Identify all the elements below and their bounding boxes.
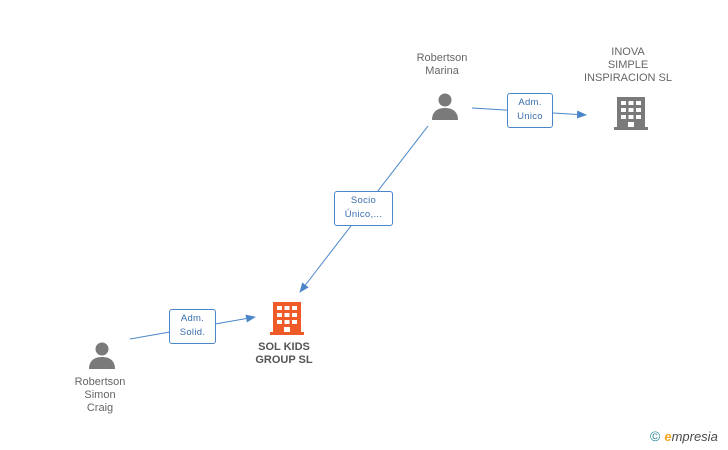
- brand-e: e: [664, 429, 672, 444]
- edge-label-adm-unico[interactable]: Adm. Unico: [507, 93, 553, 128]
- person-label-simon: Robertson Simon Craig: [74, 376, 126, 414]
- building-icon[interactable]: [614, 95, 648, 131]
- building-icon[interactable]: [270, 300, 304, 336]
- edge-label-socio-unico[interactable]: Socio Único,...: [334, 191, 393, 226]
- empresia-logo: ©empresia: [650, 428, 718, 444]
- person-icon[interactable]: [87, 340, 117, 370]
- person-icon[interactable]: [430, 91, 460, 121]
- copyright-symbol: ©: [650, 428, 661, 444]
- company-label-inova: INOVA SIMPLE INSPIRACION SL: [583, 46, 673, 84]
- edge-label-adm-solid[interactable]: Adm. Solid.: [169, 309, 216, 344]
- person-label-marina: Robertson Marina: [416, 52, 468, 77]
- brand-name: mpresia: [671, 429, 718, 444]
- company-label-solkids: SOL KIDS GROUP SL: [255, 341, 313, 366]
